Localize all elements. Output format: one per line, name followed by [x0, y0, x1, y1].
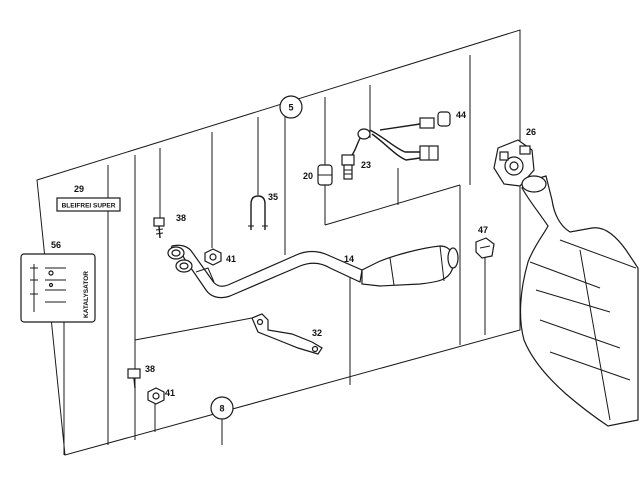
callout-5-label: 5 — [288, 103, 293, 113]
callout-38a-label: 38 — [176, 213, 186, 223]
callout-5[interactable]: 5 — [279, 95, 303, 119]
callout-41b-label: 41 — [165, 388, 175, 398]
grommet-47[interactable] — [475, 237, 495, 259]
callout-44-label: 44 — [456, 110, 466, 120]
callout-56-label: 56 — [51, 240, 61, 250]
catalytic-converter[interactable] — [361, 245, 459, 287]
callout-14-label: 14 — [344, 254, 354, 264]
oxygen-sensor-23[interactable] — [341, 128, 439, 180]
catalyst-plate-text: KATALYSATOR — [83, 271, 90, 318]
callout-35-label: 35 — [268, 192, 278, 202]
fuel-sticker[interactable]: BLEIFREI SUPER — [56, 197, 121, 212]
catalyst-info-plate[interactable]: KATALYSATOR — [20, 253, 96, 323]
u-bolt-35[interactable] — [248, 195, 268, 230]
callout-32-label: 32 — [312, 328, 322, 338]
callout-38b-label: 38 — [145, 364, 155, 374]
callout-47-label: 47 — [478, 225, 488, 235]
bolt-38-upper[interactable] — [153, 217, 165, 239]
exhaust-front-pipe[interactable] — [167, 244, 363, 299]
callout-23-label: 23 — [361, 160, 371, 170]
nut-41-upper[interactable] — [204, 248, 222, 266]
nut-41-lower[interactable] — [147, 387, 165, 405]
callout-8-label: 8 — [219, 404, 224, 414]
connector-44[interactable] — [379, 111, 451, 131]
board-leader-lines — [63, 55, 486, 455]
fuel-tank[interactable] — [519, 175, 639, 427]
callout-41a-label: 41 — [226, 254, 236, 264]
callout-26-label: 26 — [526, 127, 536, 137]
callout-8[interactable]: 8 — [210, 396, 234, 420]
mounting-board — [36, 29, 521, 456]
callout-20-label: 20 — [303, 171, 313, 181]
bracket-32[interactable] — [251, 313, 323, 355]
callout-29-label: 29 — [74, 184, 84, 194]
fuel-sender-26[interactable] — [493, 139, 535, 187]
clamp-20[interactable] — [317, 164, 333, 186]
bolt-38-lower[interactable] — [127, 368, 141, 389]
fuel-sticker-text: BLEIFREI SUPER — [62, 203, 116, 210]
